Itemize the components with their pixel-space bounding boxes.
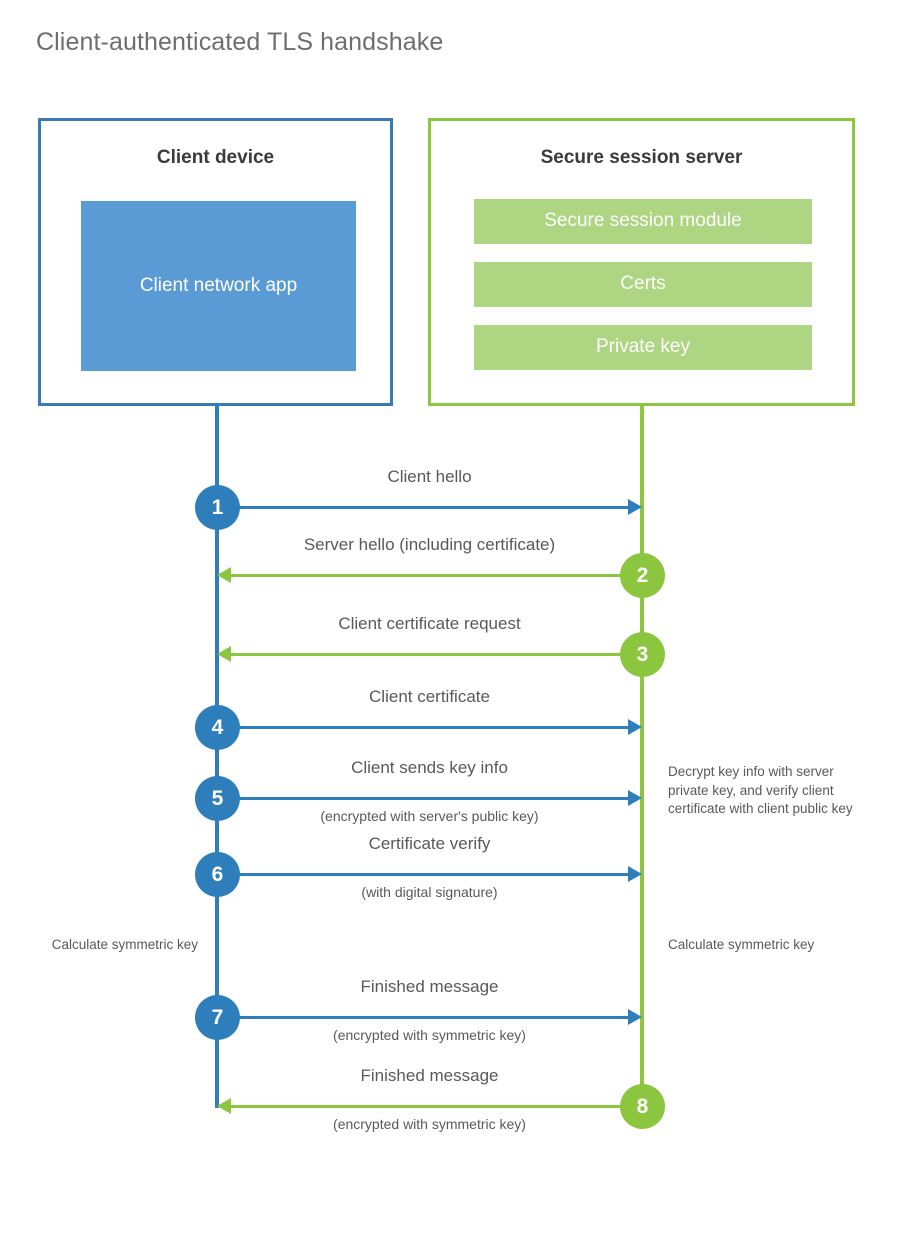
- message-arrowhead: [217, 1098, 231, 1114]
- step-badge-3[interactable]: 3: [620, 632, 665, 677]
- message-arrow-line: [231, 574, 642, 577]
- secure-session-module-block: Secure session module: [474, 199, 812, 244]
- message-label: Finished message: [360, 977, 499, 996]
- message-sublabel: (with digital signature): [361, 884, 498, 900]
- certs-block: Certs: [474, 262, 812, 307]
- message-arrowhead: [628, 1009, 642, 1025]
- page-title: Client-authenticated TLS handshake: [36, 28, 444, 56]
- message-label: Client sends key info: [351, 758, 508, 777]
- step-badge-8[interactable]: 8: [620, 1084, 665, 1129]
- message-sublabel: (encrypted with symmetric key): [333, 1027, 526, 1043]
- secure-session-server-title: Secure session server: [540, 147, 743, 168]
- message-arrow-line: [217, 1016, 628, 1019]
- message-arrowhead: [217, 567, 231, 583]
- message-arrow-line: [217, 797, 628, 800]
- certs-label: Certs: [620, 273, 666, 295]
- message-label: Client certificate: [369, 687, 490, 706]
- step-badge-6[interactable]: 6: [195, 852, 240, 897]
- secure-session-module-label: Secure session module: [544, 210, 742, 232]
- secure-session-server-box: Secure session server Secure session mod…: [428, 118, 855, 406]
- private-key-block: Private key: [474, 325, 812, 370]
- message-arrowhead: [628, 866, 642, 882]
- message-label: Client hello: [387, 467, 472, 486]
- message-arrowhead: [628, 790, 642, 806]
- message-arrow-line: [217, 873, 628, 876]
- note-decrypt-key-info: Decrypt key info with server private key…: [668, 764, 853, 817]
- message-sublabel: (encrypted with server's public key): [320, 808, 539, 824]
- step-badge-1[interactable]: 1: [195, 485, 240, 530]
- server-lifeline: [640, 404, 644, 1108]
- step-badge-5[interactable]: 5: [195, 776, 240, 821]
- step-badge-7[interactable]: 7: [195, 995, 240, 1040]
- message-arrowhead: [217, 646, 231, 662]
- client-device-title: Client device: [156, 147, 275, 168]
- note-calculate-symmetric-key-server: Calculate symmetric key: [668, 937, 815, 952]
- private-key-label: Private key: [596, 336, 690, 358]
- message-arrowhead: [628, 719, 642, 735]
- client-lifeline: [215, 404, 219, 1108]
- step-badge-4[interactable]: 4: [195, 705, 240, 750]
- message-arrow-line: [231, 1105, 642, 1108]
- note-calculate-symmetric-key-client: Calculate symmetric key: [51, 937, 198, 952]
- client-device-box: Client device Client network app: [38, 118, 393, 406]
- step-badge-2[interactable]: 2: [620, 553, 665, 598]
- client-network-app-label: Client network app: [139, 274, 298, 296]
- message-arrow-line: [217, 726, 628, 729]
- message-label: Finished message: [360, 1066, 499, 1085]
- message-sublabel: (encrypted with symmetric key): [333, 1116, 526, 1132]
- client-network-app-block: Client network app: [81, 201, 356, 371]
- message-arrow-line: [217, 506, 628, 509]
- message-arrow-line: [231, 653, 642, 656]
- message-label: Certificate verify: [368, 834, 491, 853]
- message-label: Server hello (including certificate): [303, 535, 556, 554]
- message-arrowhead: [628, 499, 642, 515]
- message-label: Client certificate request: [338, 614, 521, 633]
